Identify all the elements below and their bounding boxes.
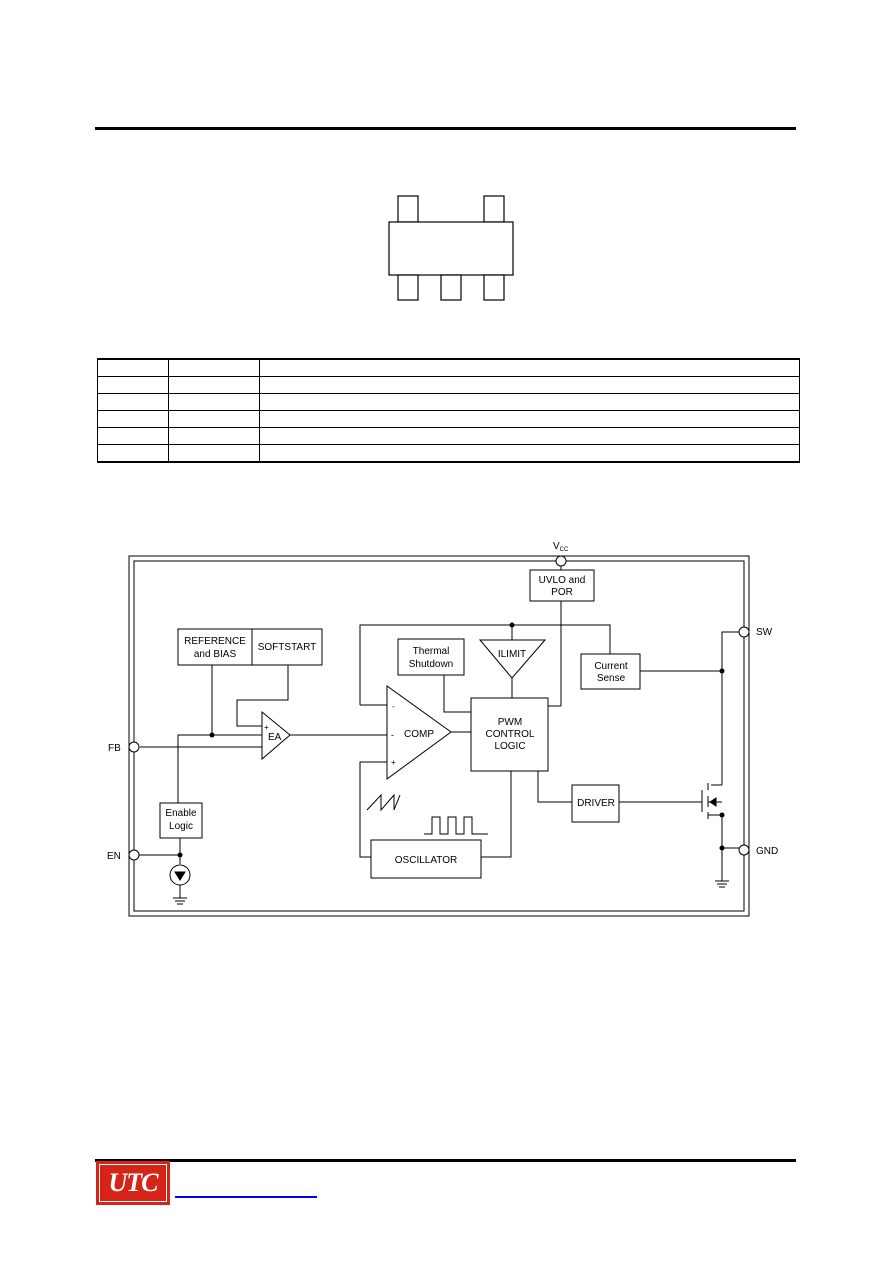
- sw-pin-label: SW: [756, 627, 773, 638]
- block-diagram: VCC UVLO and POR REFERENCE and BIAS SOFT…: [107, 541, 778, 917]
- uvlo-label-line2: POR: [551, 587, 573, 598]
- softstart-block: [251, 628, 323, 666]
- pwm-label-line2: CONTROL: [486, 729, 535, 740]
- oscillator-label: OSCILLATOR: [395, 855, 457, 866]
- ilimit-block: [478, 639, 547, 679]
- package-outline: [388, 195, 514, 301]
- square-waveform-icon: [424, 816, 488, 835]
- package-lead-bottom-left: [397, 274, 419, 301]
- comp-comparator: [386, 685, 452, 780]
- enable-label-line2: Logic: [169, 821, 193, 832]
- thermal-label-line2: Shutdown: [409, 659, 453, 670]
- uvlo-label-line1: UVLO and: [539, 575, 586, 586]
- table-row: [97, 427, 800, 445]
- oscillator-block: [370, 839, 482, 879]
- gnd-pin-terminal: [738, 844, 750, 856]
- package-lead-bottom-mid: [440, 274, 462, 301]
- table-row: [97, 376, 800, 394]
- current-sense-block: [580, 653, 641, 690]
- sawtooth-waveform-icon: [366, 793, 401, 812]
- thermal-label-line1: Thermal: [413, 646, 450, 657]
- comp-minus-sign: -: [391, 730, 394, 740]
- website-link[interactable]: [175, 1196, 317, 1198]
- vcc-pin-terminal: [555, 555, 567, 567]
- comp-label: COMP: [404, 729, 434, 740]
- pwm-label-line3: LOGIC: [494, 741, 525, 752]
- current-sense-label-line1: Current: [594, 661, 628, 672]
- diagram-frame-outer: [128, 555, 750, 917]
- reference-bias-block: [177, 628, 253, 666]
- utc-logo-text: UTC: [99, 1164, 167, 1202]
- enable-logic-block: [159, 802, 203, 839]
- reference-label-line2: and BIAS: [194, 649, 237, 660]
- pwm-control-logic-block: [470, 697, 549, 772]
- enable-label-line1: Enable: [165, 808, 197, 819]
- gnd-pin-label: GND: [756, 846, 778, 857]
- pin-description-table: [97, 358, 800, 463]
- diagram-frame-inner: [133, 560, 745, 912]
- driver-block: [571, 784, 620, 823]
- fb-pin-label: FB: [108, 743, 121, 754]
- reference-label-line1: REFERENCE: [184, 636, 246, 647]
- thermal-shutdown-block: [397, 638, 465, 676]
- footer-rule: [95, 1159, 796, 1162]
- table-row: [97, 444, 800, 463]
- pwm-label-line1: PWM: [498, 717, 522, 728]
- ilimit-label: ILIMIT: [498, 649, 526, 660]
- comp-plus-sign: +: [391, 758, 396, 767]
- comp-input-dash: -: [392, 702, 395, 711]
- fb-pin-terminal: [128, 741, 140, 753]
- package-body: [388, 221, 514, 276]
- package-lead-bottom-right: [483, 274, 505, 301]
- ea-label: EA: [268, 732, 282, 743]
- junction-dots: [177, 622, 725, 858]
- en-pin-terminal: [128, 849, 140, 861]
- softstart-label: SOFTSTART: [258, 642, 317, 653]
- uvlo-por-block: [529, 569, 595, 602]
- utc-logo: UTC: [96, 1161, 170, 1205]
- en-pin-label: EN: [107, 851, 121, 862]
- driver-label: DRIVER: [577, 798, 615, 809]
- sw-pin-terminal: [738, 626, 750, 638]
- current-sense-label-line2: Sense: [597, 673, 626, 684]
- vcc-label: VCC: [553, 541, 569, 553]
- header-rule: [95, 127, 796, 130]
- ea-plus-sign: +: [264, 723, 269, 732]
